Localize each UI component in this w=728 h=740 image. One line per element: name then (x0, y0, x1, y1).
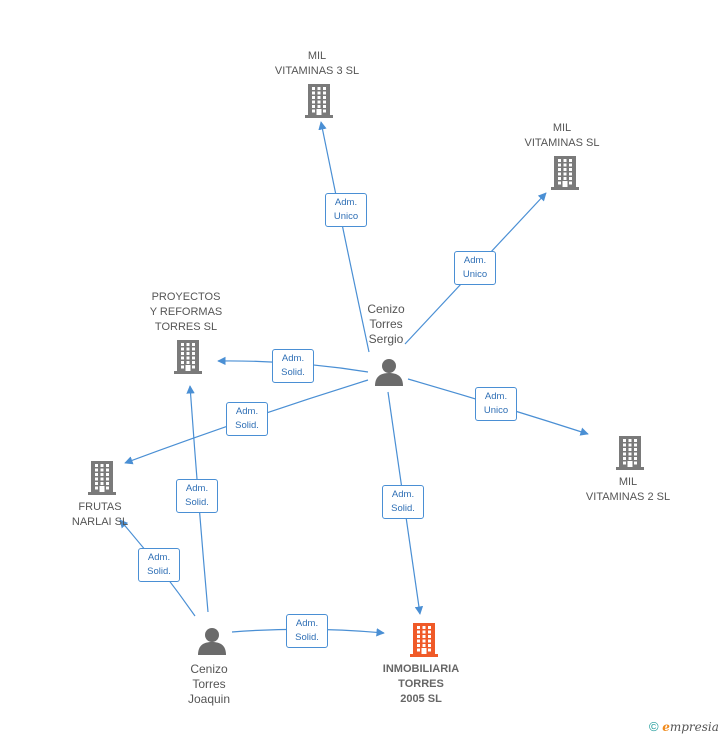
edge-label-sergio-mil3[interactable]: Adm. Unico (325, 193, 367, 227)
edge-label-sergio-milsl[interactable]: Adm. Unico (454, 251, 496, 285)
edge-label-sergio-mil2[interactable]: Adm. Unico (475, 387, 517, 421)
edge-label-joaquin-proyectos[interactable]: Adm. Solid. (176, 479, 218, 513)
company-building-icon[interactable] (305, 84, 333, 123)
node-label-sergio[interactable]: Cenizo Torres Sergio (367, 302, 405, 346)
person-icon[interactable] (197, 627, 227, 660)
highlighted-company-building-icon[interactable] (410, 623, 438, 662)
company-building-icon[interactable] (88, 461, 116, 500)
node-label-inmobiliaria[interactable]: INMOBILIARIA TORRES 2005 SL (382, 663, 460, 705)
edge-label-joaquin-frutas[interactable]: Adm. Solid. (138, 548, 180, 582)
copyright-symbol: © (649, 719, 659, 734)
node-label-milsl[interactable]: MIL VITAMINAS SL (524, 122, 600, 149)
footer-brand: © empresia (649, 719, 719, 734)
edge-label-sergio-inmobiliaria[interactable]: Adm. Solid. (382, 485, 424, 519)
edge-label-joaquin-inmobiliaria[interactable]: Adm. Solid. (286, 614, 328, 648)
edge-label-sergio-frutas[interactable]: Adm. Solid. (226, 402, 268, 436)
node-label-mil2[interactable]: MIL VITAMINAS 2 SL (585, 476, 671, 503)
node-label-joaquin[interactable]: Cenizo Torres Joaquin (187, 662, 231, 706)
node-label-mil3[interactable]: MIL VITAMINAS 3 SL (274, 50, 360, 77)
person-icon[interactable] (374, 358, 404, 391)
edge-label-sergio-proyectos[interactable]: Adm. Solid. (272, 349, 314, 383)
node-label-proyectos[interactable]: PROYECTOS Y REFORMAS TORRES SL (149, 291, 223, 333)
node-label-frutas[interactable]: FRUTAS NARLAI SL (71, 501, 129, 528)
edge-sergio-to-mil3 (318, 121, 370, 353)
company-building-icon[interactable] (616, 436, 644, 475)
brand-logo: empresia (662, 720, 719, 734)
company-building-icon[interactable] (174, 340, 202, 379)
company-building-icon[interactable] (551, 156, 579, 195)
